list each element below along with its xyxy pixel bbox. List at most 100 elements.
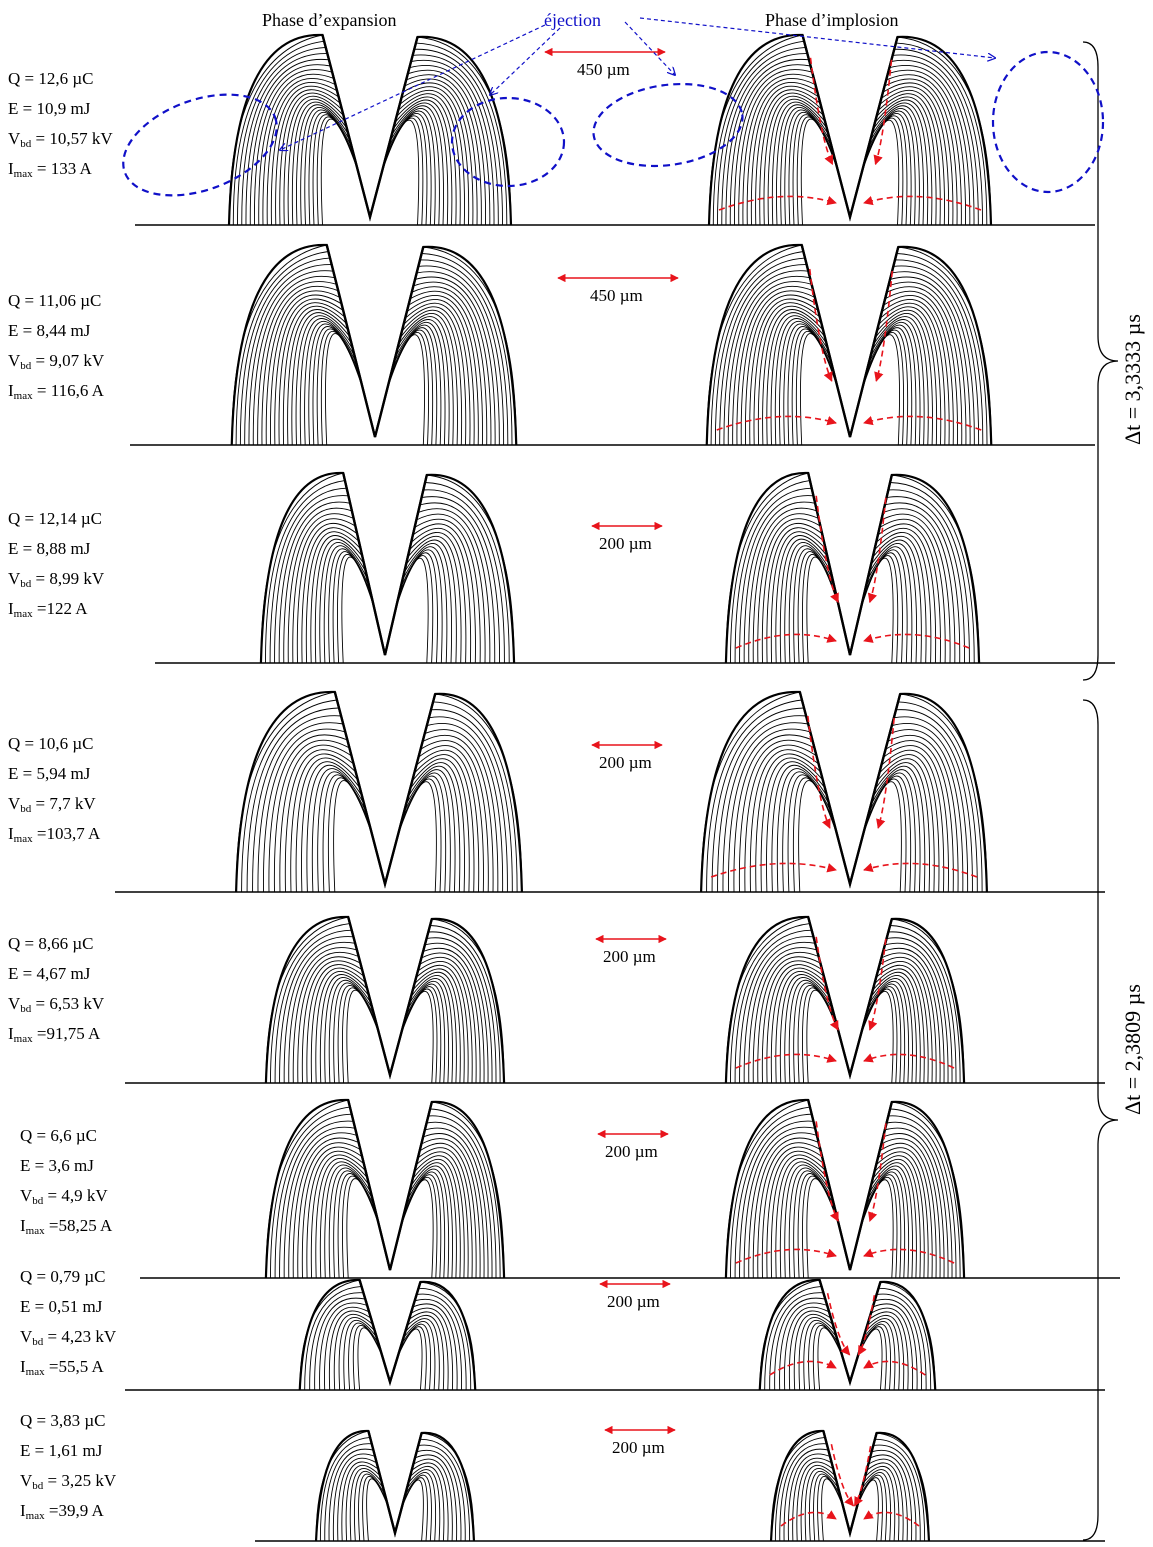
contour-line [870, 975, 917, 1084]
contour-line [755, 89, 821, 226]
contour-line [399, 990, 434, 1084]
contour-line [884, 1127, 949, 1279]
contour-line [342, 1175, 379, 1279]
contour-line [348, 1322, 379, 1391]
contour-line [401, 1176, 438, 1279]
contour-line [883, 745, 949, 893]
contour-line [288, 947, 358, 1084]
contour-line [405, 1171, 446, 1279]
contour-line [890, 59, 975, 226]
contour-line [881, 749, 945, 893]
contour-line [788, 1310, 832, 1391]
contour-line [791, 328, 836, 446]
contour-line [752, 1137, 819, 1279]
contour-line [402, 1477, 428, 1542]
ejection-ellipse [592, 82, 744, 168]
contour-line [892, 54, 979, 226]
contour-line [793, 1313, 834, 1391]
contour-line [896, 253, 988, 446]
contour-line [766, 312, 826, 446]
contour-line [782, 771, 832, 893]
contour-line [738, 739, 815, 893]
contour-line [417, 1147, 473, 1279]
contour-line [863, 332, 905, 446]
flow-arrow [853, 1446, 872, 1507]
flow-arrow [815, 495, 839, 604]
contour-line [871, 1449, 917, 1542]
contour-line [861, 119, 900, 226]
contour-line [332, 1453, 376, 1542]
implosion-electrode-row-8 [769, 1429, 931, 1542]
contour-line [311, 768, 365, 893]
contour-line [864, 1466, 900, 1542]
contour-line [283, 95, 344, 226]
row-4 [115, 690, 1105, 893]
contour-line [872, 971, 921, 1084]
contour-line [366, 1478, 389, 1542]
contour-line [806, 556, 840, 664]
contour-line [864, 329, 909, 446]
contour-line [766, 964, 825, 1084]
contour-line [721, 53, 808, 226]
contour-line [249, 64, 331, 226]
contour-line [761, 1146, 823, 1279]
contour-line [257, 722, 344, 893]
contour-line [712, 40, 805, 226]
contour-line [894, 48, 983, 226]
v-notch [333, 691, 437, 889]
contour-line [418, 1287, 472, 1391]
contour-line [414, 518, 481, 664]
contour-line [304, 1285, 362, 1391]
contour-line [864, 778, 907, 893]
contour-line [792, 777, 836, 893]
contour-line [774, 318, 829, 446]
contour-line [869, 322, 921, 446]
row-6 [140, 1098, 1120, 1279]
expansion-electrode-row-6 [264, 1098, 506, 1279]
contour-line [743, 1126, 816, 1279]
contour-line [252, 715, 342, 893]
contour-line [766, 527, 825, 664]
contour-line [891, 723, 969, 893]
contour-line [412, 1303, 458, 1391]
contour-line [413, 281, 492, 446]
contour-line [416, 749, 480, 893]
current-label: Imax =91,75 A [8, 1024, 101, 1045]
contour-line [793, 982, 835, 1084]
energy-label: E = 8,88 mJ [8, 539, 91, 558]
v-notch [358, 1279, 422, 1387]
contour-line [341, 556, 376, 664]
contour-line [860, 557, 894, 664]
contour-line [283, 1126, 356, 1279]
contour-line [748, 1132, 818, 1279]
contour-line [261, 285, 339, 446]
contour-line [324, 977, 372, 1084]
contour-line [389, 108, 440, 226]
contour-line [408, 1311, 449, 1391]
contour-line [733, 734, 813, 893]
contour-line [296, 522, 358, 664]
contour-line [328, 1167, 373, 1279]
contour-line [893, 265, 980, 446]
contour-line [424, 729, 499, 893]
expansion-electrode-row-5 [264, 915, 506, 1084]
contour-line [337, 1457, 377, 1542]
contour-line [742, 78, 816, 226]
implosion-header: Phase d’implosion [765, 10, 899, 30]
contour-line [882, 947, 945, 1084]
contour-line [315, 1158, 368, 1279]
contour-line [868, 978, 913, 1084]
contour-line [279, 744, 352, 893]
contour-line [279, 1120, 354, 1279]
contour-line [875, 964, 929, 1084]
flow-arrow [815, 1121, 839, 1222]
contour-line [864, 1318, 900, 1391]
v-notch [798, 691, 902, 889]
contour-line [414, 1298, 462, 1391]
scale-label: 200 µm [612, 1438, 665, 1457]
contour-line [800, 333, 839, 446]
contour-line [739, 1120, 814, 1279]
contour-line [796, 1461, 834, 1542]
contour-line [258, 73, 334, 226]
